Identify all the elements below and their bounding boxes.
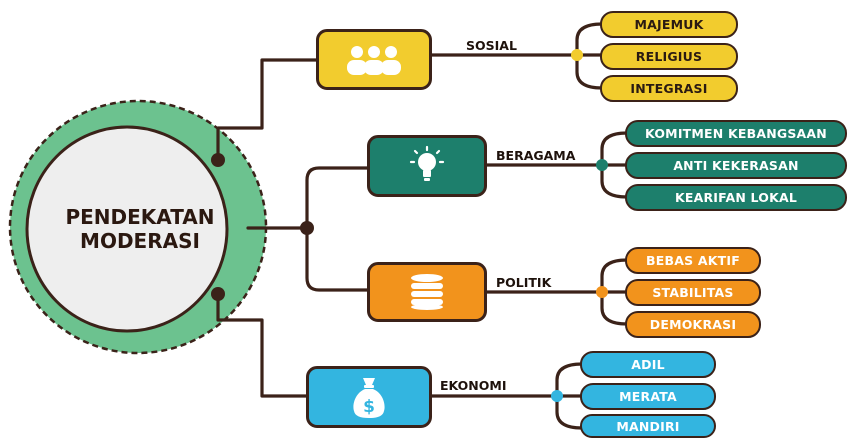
- money-bag-icon: $: [353, 378, 385, 418]
- center-title-line2: MODERASI: [80, 229, 200, 253]
- dot-ekonomi: [551, 390, 563, 402]
- connector-ekonomi: [216, 292, 308, 398]
- branch-label-beragama: BERAGAMA: [496, 148, 576, 163]
- dot-beragama: [596, 159, 608, 171]
- dot-center-right: [300, 221, 314, 235]
- lightbulb-icon: [409, 145, 445, 181]
- item-religius: RELIGIUS: [600, 43, 738, 70]
- branch-label-politik: POLITIK: [496, 275, 552, 290]
- dollar-symbol: $: [363, 397, 375, 417]
- center-title: PENDEKATAN MODERASI: [40, 205, 240, 253]
- item-adil: ADIL: [580, 351, 716, 378]
- people-icon: [347, 45, 401, 75]
- connector-lines: [216, 22, 629, 430]
- database-icon: [411, 274, 443, 310]
- item-mandiri: MANDIRI: [580, 414, 716, 438]
- center-disc: [25, 125, 229, 333]
- category-box-ekonomi: $: [306, 366, 432, 428]
- dot-center-bottom: [211, 287, 225, 301]
- center-title-line1: PENDEKATAN: [65, 205, 215, 229]
- item-merata: MERATA: [580, 383, 716, 410]
- item-stabilitas: STABILITAS: [625, 279, 761, 306]
- item-majemuk: MAJEMUK: [600, 11, 738, 38]
- dot-politik: [596, 286, 608, 298]
- item-bebas-aktif: BEBAS AKTIF: [625, 247, 761, 274]
- category-box-sosial: [316, 29, 432, 90]
- connector-sosial: [216, 58, 318, 162]
- category-box-politik: [367, 262, 487, 322]
- category-box-beragama: [367, 135, 487, 197]
- item-komitmen-kebangsaan: KOMITMEN KEBANGSAAN: [625, 120, 847, 147]
- connector-beragama: [305, 166, 369, 230]
- dot-sosial: [571, 49, 583, 61]
- dot-center-top: [211, 153, 225, 167]
- item-kearifan-lokal: KEARIFAN LOKAL: [625, 184, 847, 211]
- item-integrasi: INTEGRASI: [600, 75, 738, 102]
- item-anti-kekerasan: ANTI KEKERASAN: [625, 152, 847, 179]
- connector-politik: [305, 226, 369, 292]
- item-demokrasi: DEMOKRASI: [625, 311, 761, 338]
- branch-label-ekonomi: EKONOMI: [440, 378, 507, 393]
- branch-label-sosial: SOSIAL: [466, 38, 517, 53]
